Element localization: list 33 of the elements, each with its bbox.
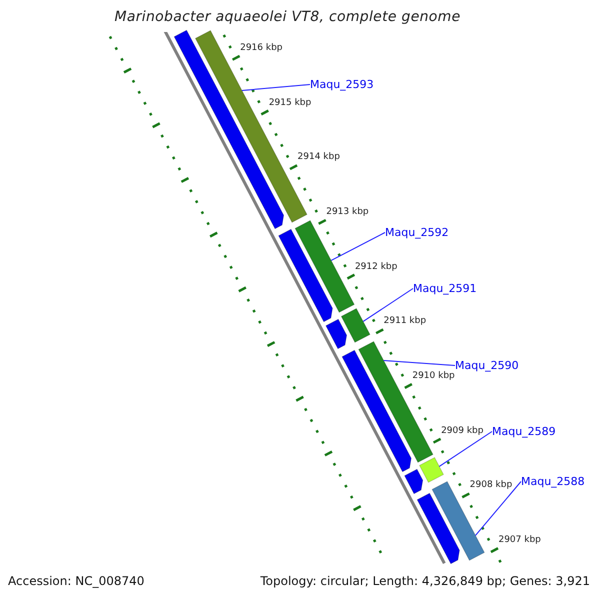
tick-label: 2910 kbp: [412, 371, 455, 382]
tick-label: 2909 kbp: [441, 426, 484, 436]
leader-line: [475, 481, 522, 536]
gene-label: Maqu_2591: [413, 282, 477, 295]
gene-label: Maqu_2592: [385, 226, 449, 239]
gene-block: [342, 350, 412, 472]
gene-label: Maqu_2590: [455, 359, 519, 372]
tick-label: 2908 kbp: [470, 480, 512, 490]
genome-summary-text: Topology: circular; Length: 4,326,849 bp; Genes: 3,921: [260, 574, 590, 588]
tick-label: 2915 kbp: [268, 98, 312, 108]
gene-bar: [294, 220, 355, 313]
gene-label: Maqu_2588: [521, 475, 585, 488]
tick-label: 2913 kbp: [326, 206, 369, 217]
tick-label: 2912 kbp: [354, 262, 398, 272]
gene-bar: [419, 457, 444, 483]
gene-block: [404, 468, 424, 494]
leader-line: [241, 84, 310, 91]
leader-line: [438, 431, 492, 467]
accession-text: Accession: NC_008740: [8, 574, 144, 588]
gene-block: [416, 492, 460, 564]
gene-label: Maqu_2589: [492, 425, 556, 438]
title: Marinobacter aquaeolei VT8, complete genome: [113, 9, 462, 25]
gene-bar: [340, 308, 370, 343]
tick-label: 2914 kbp: [298, 152, 340, 162]
gene-block: [326, 318, 348, 350]
tick-label: 2911 kbp: [384, 316, 426, 326]
leader-line: [330, 232, 386, 261]
tick-label: 2916 kbp: [240, 42, 282, 53]
tick-label: 2907 kbp: [498, 535, 541, 546]
leader-line: [362, 288, 414, 322]
gene-label: Maqu_2593: [310, 78, 374, 91]
gene-bar: [358, 341, 434, 463]
gene-block: [278, 228, 333, 322]
